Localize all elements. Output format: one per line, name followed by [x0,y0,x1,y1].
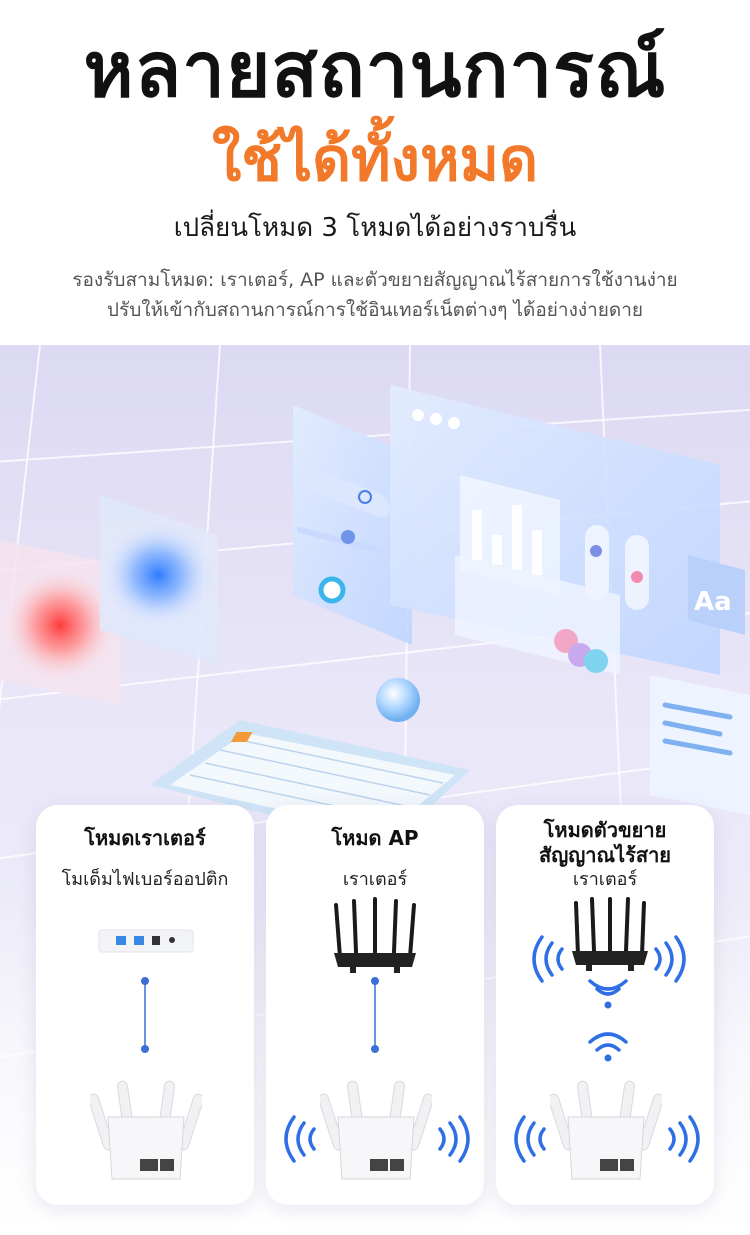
wifi-extender-icon [320,1080,432,1180]
document-panel [650,675,750,815]
wifi-extender-icon [90,1080,202,1180]
header: หลายสถานการณ์ ใช้ได้ทั้งหมด เปลี่ยนโหมด … [0,0,750,345]
wifi-extender-icon [550,1080,662,1180]
page-title-accent: ใช้ได้ทั้งหมด [211,125,539,195]
glass-orb [376,678,420,722]
wifi-waves-right-icon [438,1115,470,1163]
router-icon [334,897,416,973]
card-title-line-1: โหมดตัวขยาย [543,818,667,842]
router-icon [572,897,648,971]
source-label: เราเตอร์ [342,869,408,890]
page-title: หลายสถานการณ์ [83,25,667,114]
wifi-waves-left-icon [532,935,564,983]
source-label: เราเตอร์ [572,869,638,890]
red-glow-panel [0,540,120,705]
card-extender-mode: โหมดตัวขยาย สัญญาณไร้สาย เราเตอร์ [496,805,714,1205]
wifi-waves-left-icon [284,1115,316,1163]
ui-panel-small [293,405,412,645]
fiber-modem-icon [98,929,194,953]
card-title: โหมดเราเตอร์ [84,826,206,850]
font-tile: Aa [688,555,745,635]
connection-line [371,977,379,1053]
description-line-1: รองรับสามโหมด: เราเตอร์, AP และตัวขยายสั… [72,269,678,291]
card-title-line-2: สัญญาณไร้สาย [538,843,672,867]
card-title: โหมด AP [331,826,419,850]
wifi-signal-icon [588,1032,628,1062]
font-tile-label: Aa [694,587,732,617]
subtitle: เปลี่ยนโหมด 3 โหมดได้อย่างราบรื่น [173,213,577,243]
wifi-waves-left-icon [514,1115,546,1163]
source-label: โมเด็มไฟเบอร์ออปติก [61,869,229,890]
card-ap-mode: โหมด AP เราเตอร์ [266,805,484,1205]
blue-glow-panel [100,495,218,665]
wifi-signal-down-icon [588,979,628,1009]
description-line-2: ปรับให้เข้ากับสถานการณ์การใช้อินเทอร์เน็… [106,299,644,321]
wifi-waves-right-icon [654,935,686,983]
connection-line [141,977,149,1053]
card-router-mode: โหมดเราเตอร์ โมเด็มไฟเบอร์ออปติก [36,805,254,1205]
ui-panel-large [390,385,720,675]
wifi-waves-right-icon [668,1115,700,1163]
description: รองรับสามโหมด: เราเตอร์, AP และตัวขยายสั… [40,265,710,325]
